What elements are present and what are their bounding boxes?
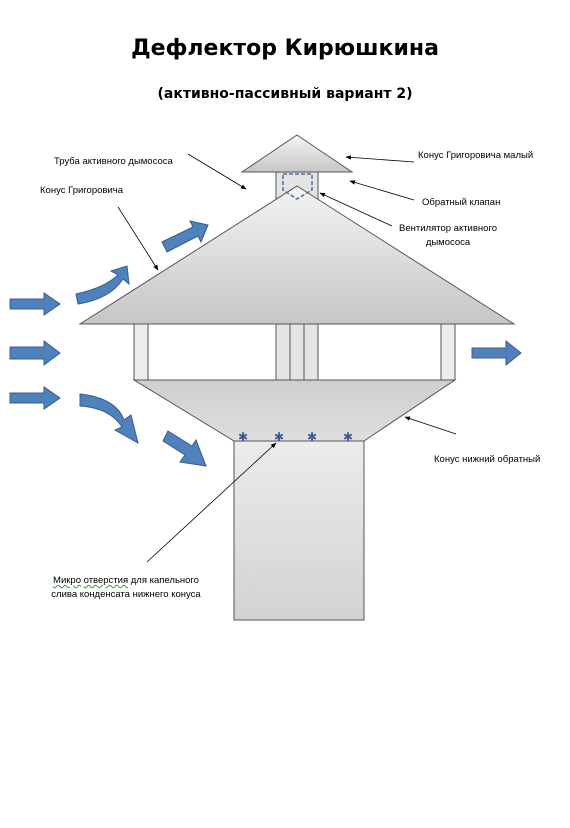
label-cone: Конус Григоровича <box>40 185 123 196</box>
micro-hole: ✱ <box>274 430 284 444</box>
flow-arrow-curved-up <box>75 265 130 305</box>
lower-reverse-cone <box>132 379 457 442</box>
flow-arrow-curved-down <box>79 393 139 445</box>
flow-arrow-left-middle <box>9 340 61 366</box>
flow-arrow-roof-diagonal <box>161 220 209 253</box>
callout-active-pipe <box>187 153 247 190</box>
label-active-pipe: Труба активного дымососа <box>54 156 173 167</box>
flow-arrow-left-bottom <box>9 386 61 410</box>
flow-arrow-right-out <box>471 339 522 367</box>
flow-arrow-left-top <box>9 292 61 316</box>
label-micro-line2: слива конденсата нижнего конуса <box>51 589 201 600</box>
micro-hole: ✱ <box>238 430 248 444</box>
callout-lower-cone <box>404 416 457 435</box>
callout-cone <box>117 206 159 271</box>
micro-hole: ✱ <box>307 430 317 444</box>
label-micro-holes: Микро отверстия для капельного слива кон… <box>34 574 218 602</box>
label-micro-word1: Микро <box>53 575 81 586</box>
central-pipe <box>275 323 319 381</box>
callout-fan <box>319 192 393 227</box>
label-lower-cone: Конус нижний обратный <box>434 454 541 465</box>
right-post <box>440 323 456 381</box>
callout-micro-holes <box>146 442 277 563</box>
small-grigorovich-cone <box>240 134 354 173</box>
diagram-subtitle: (активно-пассивный вариант 2) <box>157 86 413 102</box>
flow-arrow-lower-diagonal <box>162 430 207 467</box>
micro-holes: ✱ ✱ ✱ ✱ <box>238 430 353 444</box>
label-micro-rest: для капельного <box>128 575 199 586</box>
left-post <box>133 323 149 381</box>
label-fan-line1: Вентилятор активного <box>399 223 497 234</box>
callout-small-cone <box>345 155 415 163</box>
label-micro-word2: отверстия <box>83 575 129 586</box>
callout-check-valve <box>349 180 415 201</box>
diagram-title: Дефлектор Кирюшкина <box>131 36 439 61</box>
label-fan: Вентилятор активного дымососа <box>384 222 512 250</box>
lower-pipe <box>233 440 365 621</box>
label-check-valve: Обратный клапан <box>422 197 501 208</box>
micro-hole: ✱ <box>343 430 353 444</box>
label-small-cone: Конус Григоровича малый <box>418 150 534 161</box>
label-fan-line2: дымососа <box>425 237 471 248</box>
grigorovich-cone <box>78 185 516 325</box>
check-valve <box>282 173 313 200</box>
